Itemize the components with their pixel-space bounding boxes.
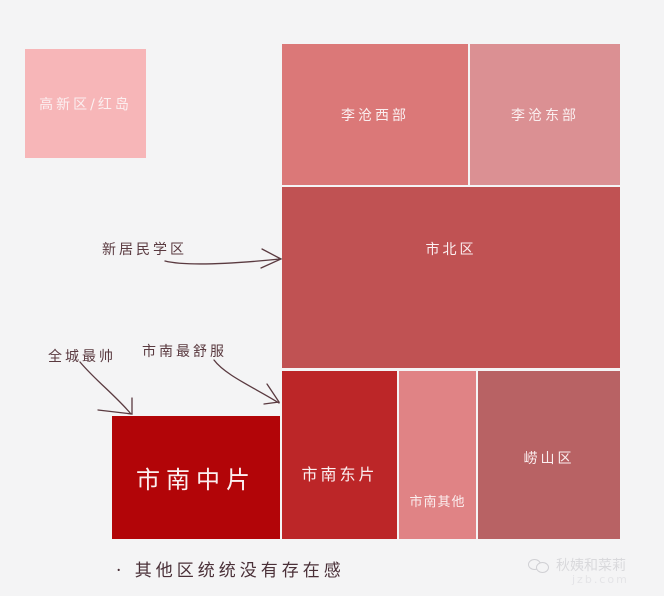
tile-label: 高新区/红岛 [39,96,132,113]
tile-label: 崂山区 [523,451,575,467]
tile-label: 市南中片 [136,466,256,494]
tile-label: 李沧西部 [341,107,409,124]
watermark-label: 秋姨和菜莉 [556,558,626,574]
tile-laoshan: 崂山区 [478,371,620,539]
tile-shinan-other: 市南其他 [399,371,476,539]
watermark: 秋姨和菜莉 jzb.com [528,555,627,586]
tile-gaoxin-hongdao: 高新区/红岛 [25,49,146,158]
annotation-most-handsome: 全城最帅 [48,349,116,365]
watermark-sub: jzb.com [572,573,629,586]
tile-shinan-central: 市南中片 [112,416,280,539]
arrow-to-shibei-icon [164,258,281,265]
tile-label: 市南东片 [301,465,378,484]
tile-shinan-east: 市南东片 [282,371,397,539]
caption-other-districts: · 其他区统统没有存在感 [116,561,345,581]
tile-label: 市北区 [425,242,477,258]
arrow-to-shinan-central-icon [79,361,132,415]
tile-label: 李沧东部 [511,107,579,124]
wechat-logo-icon [528,557,550,573]
arrow-to-shinan-east-icon [213,359,280,404]
annotation-new-residential-school-district: 新居民学区 [102,242,187,258]
tile-licang-west: 李沧西部 [282,44,468,185]
tile-shibei: 市北区 [282,187,620,368]
tile-licang-east: 李沧东部 [470,44,620,185]
annotation-most-comfortable: 市南最舒服 [142,344,227,360]
tile-label: 市南其他 [409,495,466,510]
